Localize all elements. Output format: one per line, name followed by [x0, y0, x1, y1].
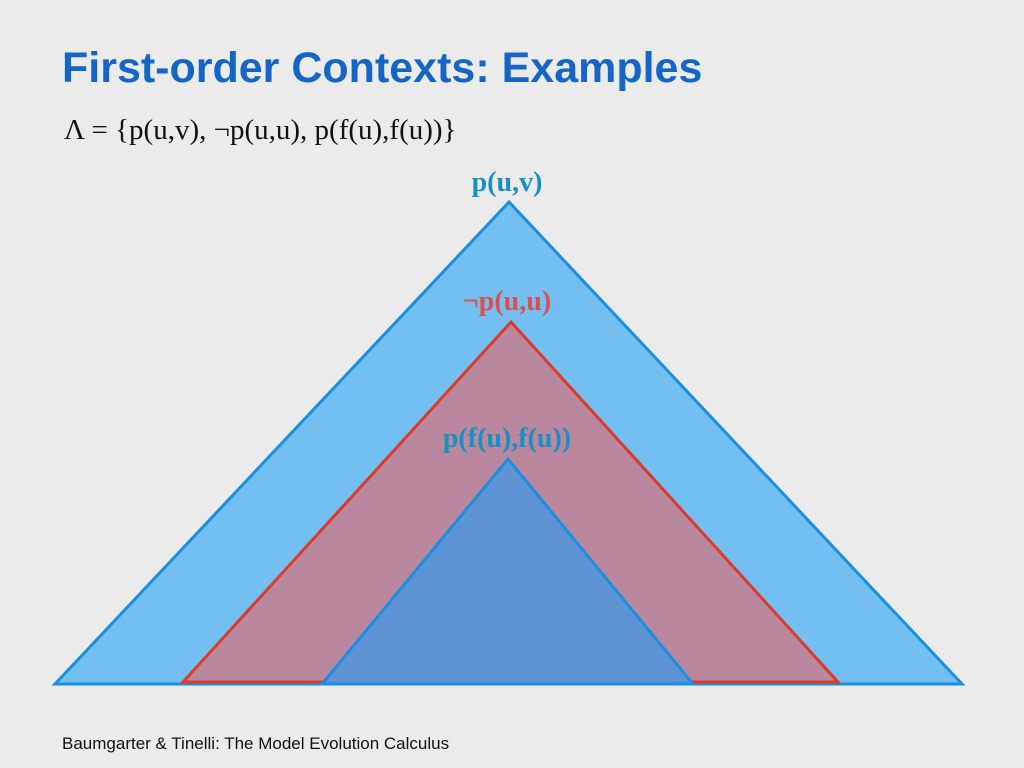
context-formula: Λ = {p(u,v), ¬p(u,u), p(f(u),f(u))} [64, 114, 457, 146]
middle-triangle-label: ¬p(u,u) [463, 286, 551, 317]
inner-triangle [318, 456, 697, 686]
outer-triangle-label: p(u,v) [472, 167, 543, 198]
slide-title: First-order Contexts: Examples [62, 44, 703, 92]
inner-triangle-label: p(f(u),f(u)) [443, 423, 571, 454]
footer-citation: Baumgarter & Tinelli: The Model Evolutio… [62, 734, 450, 753]
